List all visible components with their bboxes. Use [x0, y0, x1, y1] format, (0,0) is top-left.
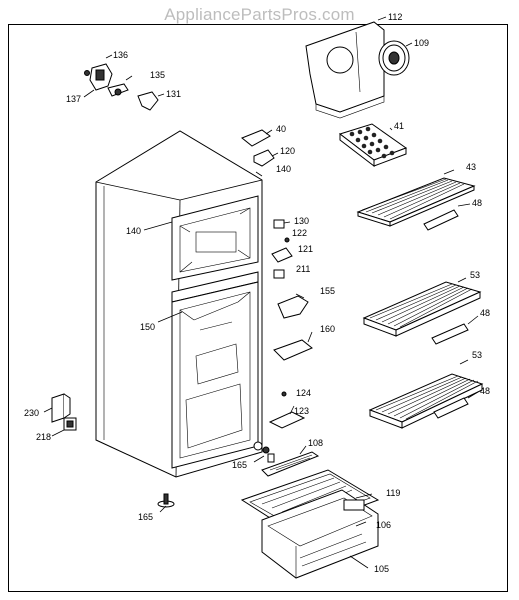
small-parts-upper	[241, 129, 279, 167]
callout-108: 108	[308, 438, 323, 448]
watermark-text: AppliancePartsPros.com	[164, 5, 355, 24]
callout-211: 211	[296, 264, 310, 274]
fan-motor	[378, 40, 413, 76]
shelf-53-upper	[362, 281, 482, 337]
callout-106: 106	[376, 520, 391, 530]
callout-43: 43	[466, 162, 476, 172]
callout-131: 131	[166, 89, 181, 99]
leveling-feet	[157, 441, 263, 508]
callout-122: 122	[292, 228, 307, 238]
callout-112: 112	[388, 12, 402, 22]
callout-230: 230	[24, 408, 39, 418]
refrigerator-cabinet	[95, 130, 263, 478]
lower-hinge	[51, 393, 77, 431]
callout-137: 137	[66, 94, 81, 104]
callout-109: 109	[414, 38, 429, 48]
callout-218: 218	[36, 432, 51, 442]
callout-48-top: 48	[472, 198, 482, 208]
diagram-frame	[8, 24, 508, 592]
thermostat-parts	[83, 54, 165, 111]
callout-53-lower: 53	[472, 350, 482, 360]
crisper-drawer	[240, 469, 380, 579]
callout-140-top: 140	[276, 164, 291, 174]
callout-40: 40	[276, 124, 286, 134]
callout-165-upper: 165	[232, 460, 247, 470]
callout-155: 155	[320, 286, 335, 296]
leader-lines	[43, 169, 479, 569]
callout-136: 136	[113, 50, 128, 60]
shelf-53-lower	[368, 373, 484, 429]
callout-labels: 112 109 136 135 137 131 40 41 120 140 43…	[24, 12, 490, 574]
shelf-43	[356, 177, 476, 227]
callout-53-upper: 53	[470, 270, 480, 280]
ice-tray	[338, 123, 408, 168]
callout-124: 124	[296, 388, 311, 398]
callout-41: 41	[394, 121, 404, 131]
callout-135: 135	[150, 70, 165, 80]
evaporator-cover	[305, 16, 387, 119]
callout-140-left: 140	[126, 226, 141, 236]
callout-123: 123	[294, 406, 309, 416]
callout-48-lower: 48	[480, 386, 490, 396]
callout-121: 121	[298, 244, 313, 254]
callout-130: 130	[294, 216, 309, 226]
callout-105: 105	[374, 564, 389, 574]
callout-120: 120	[280, 146, 295, 156]
callout-119: 119	[386, 488, 400, 498]
crisper-cover-108	[261, 451, 320, 477]
callout-165-lower: 165	[138, 512, 153, 522]
callout-160: 160	[320, 324, 335, 334]
middle-small-parts	[262, 219, 313, 463]
shelf-trim-48c	[433, 397, 469, 419]
shelf-trim-48a	[423, 209, 459, 231]
callout-48-mid: 48	[480, 308, 490, 318]
callout-150: 150	[140, 322, 155, 332]
shelf-trim-48b	[431, 323, 469, 345]
